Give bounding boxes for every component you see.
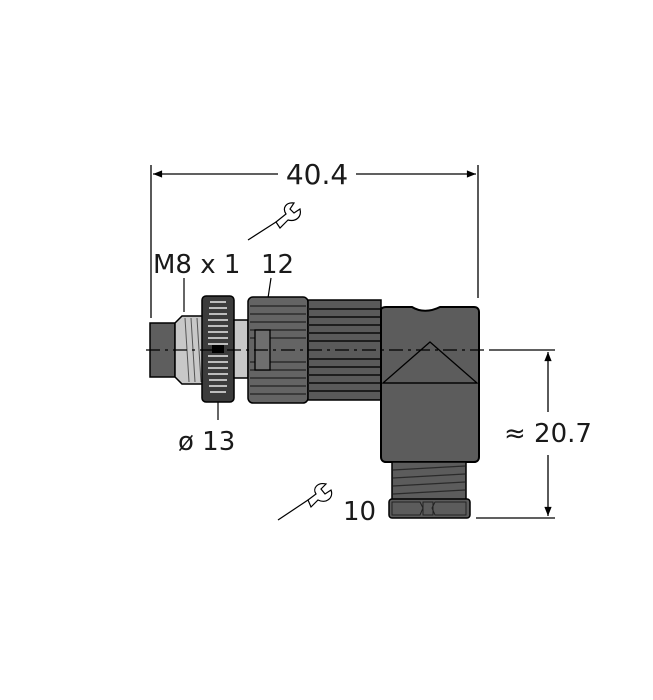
- gland-nut: [388, 498, 471, 519]
- wrench-icon: [277, 483, 333, 521]
- height-label: ≈ 20.7: [504, 419, 592, 449]
- angled-body: [380, 306, 480, 463]
- length-label: 40.4: [286, 158, 348, 191]
- nut-size-label: 12: [261, 250, 294, 280]
- height-dimension: [476, 352, 555, 519]
- diameter-label: ø 13: [178, 427, 235, 457]
- length-dimension: [150, 165, 479, 318]
- gland-size-label: 10: [343, 497, 376, 527]
- collar: [233, 319, 249, 379]
- thread-label: M8 x 1: [153, 250, 240, 280]
- wrench-icon: [247, 202, 301, 241]
